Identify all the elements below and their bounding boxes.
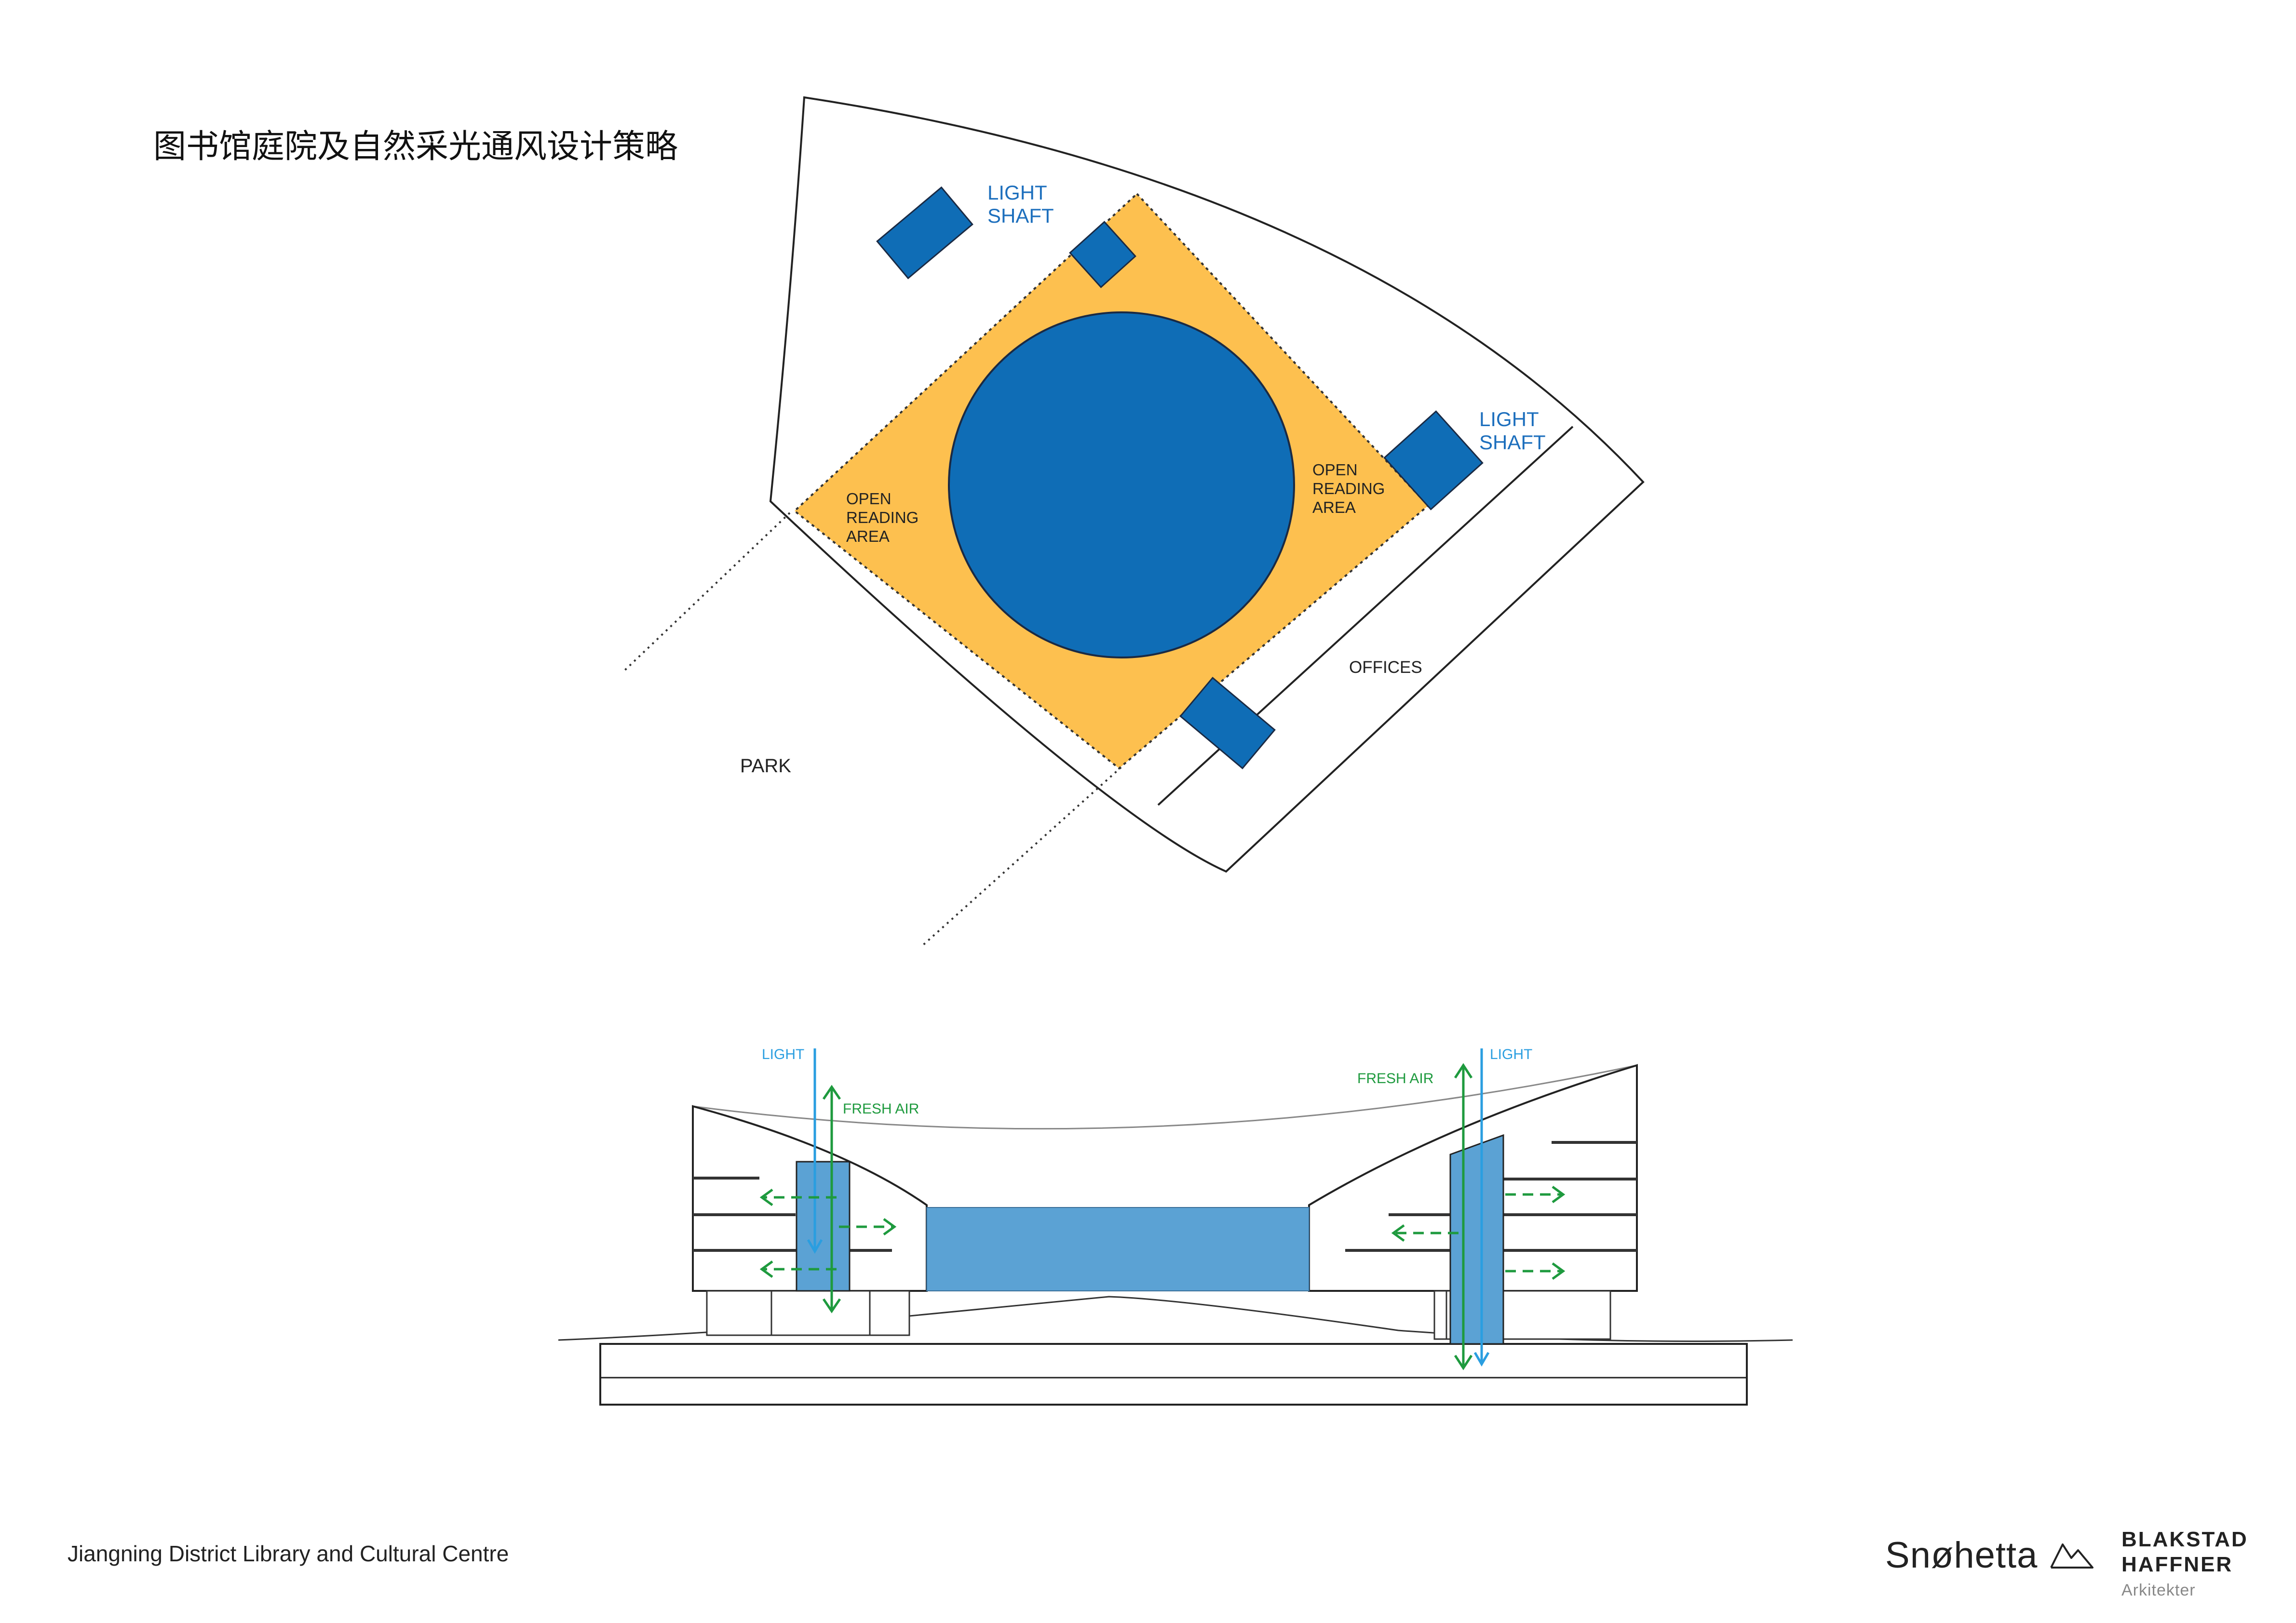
light-arrow-right-head [1473, 1352, 1490, 1367]
project-name: Jiangning District Library and Cultural … [68, 1541, 509, 1566]
section-fresh-air-label-right: FRESH AIR [1357, 1071, 1433, 1086]
air-arrow-left-head-top [822, 1085, 841, 1100]
logo-line-3: Arkitekter [2121, 1581, 2196, 1599]
open-reading-label-left: OPEN READING AREA [846, 490, 923, 545]
air-dash-left-3-head [759, 1260, 773, 1278]
page-title: 图书馆庭院及自然采光通风设计策略 [153, 128, 678, 166]
axis-line-park-2 [922, 766, 1122, 946]
light-shaft-label-1: LIGHT SHAFT [987, 181, 1054, 227]
light-shaft-block-2 [1069, 221, 1136, 288]
ground-line [558, 1296, 1793, 1342]
air-arrow-right-head-top [1454, 1063, 1473, 1079]
mountain-logo-icon [2050, 1543, 2093, 1569]
blakstad-haffner-logo: BLAKSTAD HAFFNER [2121, 1527, 2248, 1577]
air-dash-right-3-head [1552, 1262, 1566, 1280]
axis-line-park-1 [622, 512, 791, 673]
section-fresh-air-label-left: FRESH AIR [843, 1101, 919, 1117]
air-arrow-left-head-bottom [822, 1298, 841, 1314]
open-reading-label-right: OPEN READING AREA [1312, 461, 1390, 516]
air-dash-right-2-head [1391, 1224, 1405, 1242]
air-dash-left-1-head [759, 1188, 773, 1207]
podium-base [599, 1343, 1748, 1406]
courtyard-circle [948, 311, 1295, 658]
light-shaft-label-2: LIGHT SHAFT [1479, 408, 1546, 454]
section-shaft-right [1449, 1134, 1504, 1345]
air-dash-left-2-head [883, 1218, 897, 1236]
light-shaft-block-3 [1383, 410, 1484, 510]
section-light-label-left: LIGHT [762, 1046, 804, 1062]
section-courtyard [926, 1207, 1310, 1291]
logo-line-2: HAFFNER [2121, 1553, 2233, 1576]
air-arrow-right-head-bottom [1454, 1355, 1473, 1370]
light-shaft-block-4 [1179, 677, 1276, 769]
logo-line-1: BLAKSTAD [2121, 1528, 2248, 1551]
air-dash-right-1-head [1552, 1185, 1566, 1204]
light-shaft-block-1 [876, 186, 973, 280]
section-light-label-right: LIGHT [1490, 1046, 1532, 1062]
left-pilotis [706, 1290, 910, 1336]
offices-label: OFFICES [1349, 658, 1422, 677]
light-arrow-left-head [807, 1239, 823, 1254]
snohetta-logo: Snøhetta [1885, 1535, 2038, 1576]
roof-curve [692, 1064, 1637, 1130]
park-label: PARK [740, 755, 791, 777]
